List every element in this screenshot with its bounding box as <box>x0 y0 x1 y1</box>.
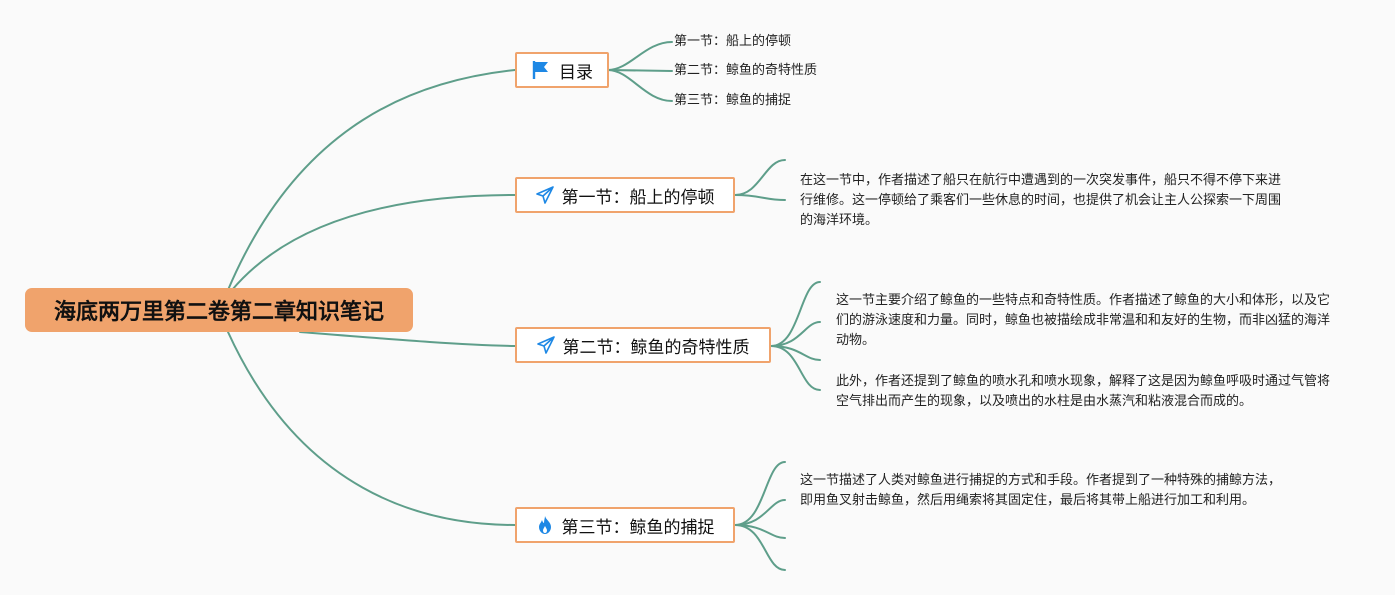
note-section-1[interactable]: 在这一节中，作者描述了船只在航行中遭遇到的一次突发事件，船只不得不停下来进行维修… <box>800 173 1282 228</box>
note-section-2b[interactable]: 此外，作者还提到了鲸鱼的喷水孔和喷水现象，解释了这是因为鲸鱼呼吸时通过气管将空气… <box>836 374 1331 409</box>
toc-item[interactable]: 第三节：鲸鱼的捕捉 <box>674 93 792 108</box>
topic-label: 第一节：船上的停顿 <box>561 187 715 208</box>
topic-section-1[interactable]: 第一节：船上的停顿 <box>515 177 735 213</box>
paper-plane-icon <box>535 186 554 204</box>
topic-toc[interactable]: 目录 <box>515 52 609 88</box>
topic-section-3[interactable]: 第三节：鲸鱼的捕捉 <box>515 507 735 543</box>
topic-label: 目录 <box>559 62 593 83</box>
flag-icon <box>531 60 551 80</box>
note-section-2a[interactable]: 这一节主要介绍了鲸鱼的一些特点和奇特性质。作者描述了鲸鱼的大小和体形，以及它们的… <box>836 293 1331 348</box>
root-topic[interactable]: 海底两万里第二卷第二章知识笔记 <box>25 288 413 332</box>
root-title: 海底两万里第二卷第二章知识笔记 <box>53 300 384 325</box>
fire-icon <box>536 515 554 535</box>
toc-item[interactable]: 第二节：鲸鱼的奇特性质 <box>674 63 818 78</box>
topic-label: 第二节：鲸鱼的奇特性质 <box>562 337 750 358</box>
paper-plane-icon <box>536 336 555 354</box>
note-section-3[interactable]: 这一节描述了人类对鲸鱼进行捕捉的方式和手段。作者提到了一种特殊的捕鲸方法，即用鱼… <box>800 473 1282 508</box>
topic-label: 第三节：鲸鱼的捕捉 <box>561 517 715 538</box>
topic-section-2[interactable]: 第二节：鲸鱼的奇特性质 <box>515 327 771 363</box>
toc-item[interactable]: 第一节：船上的停顿 <box>674 34 792 49</box>
